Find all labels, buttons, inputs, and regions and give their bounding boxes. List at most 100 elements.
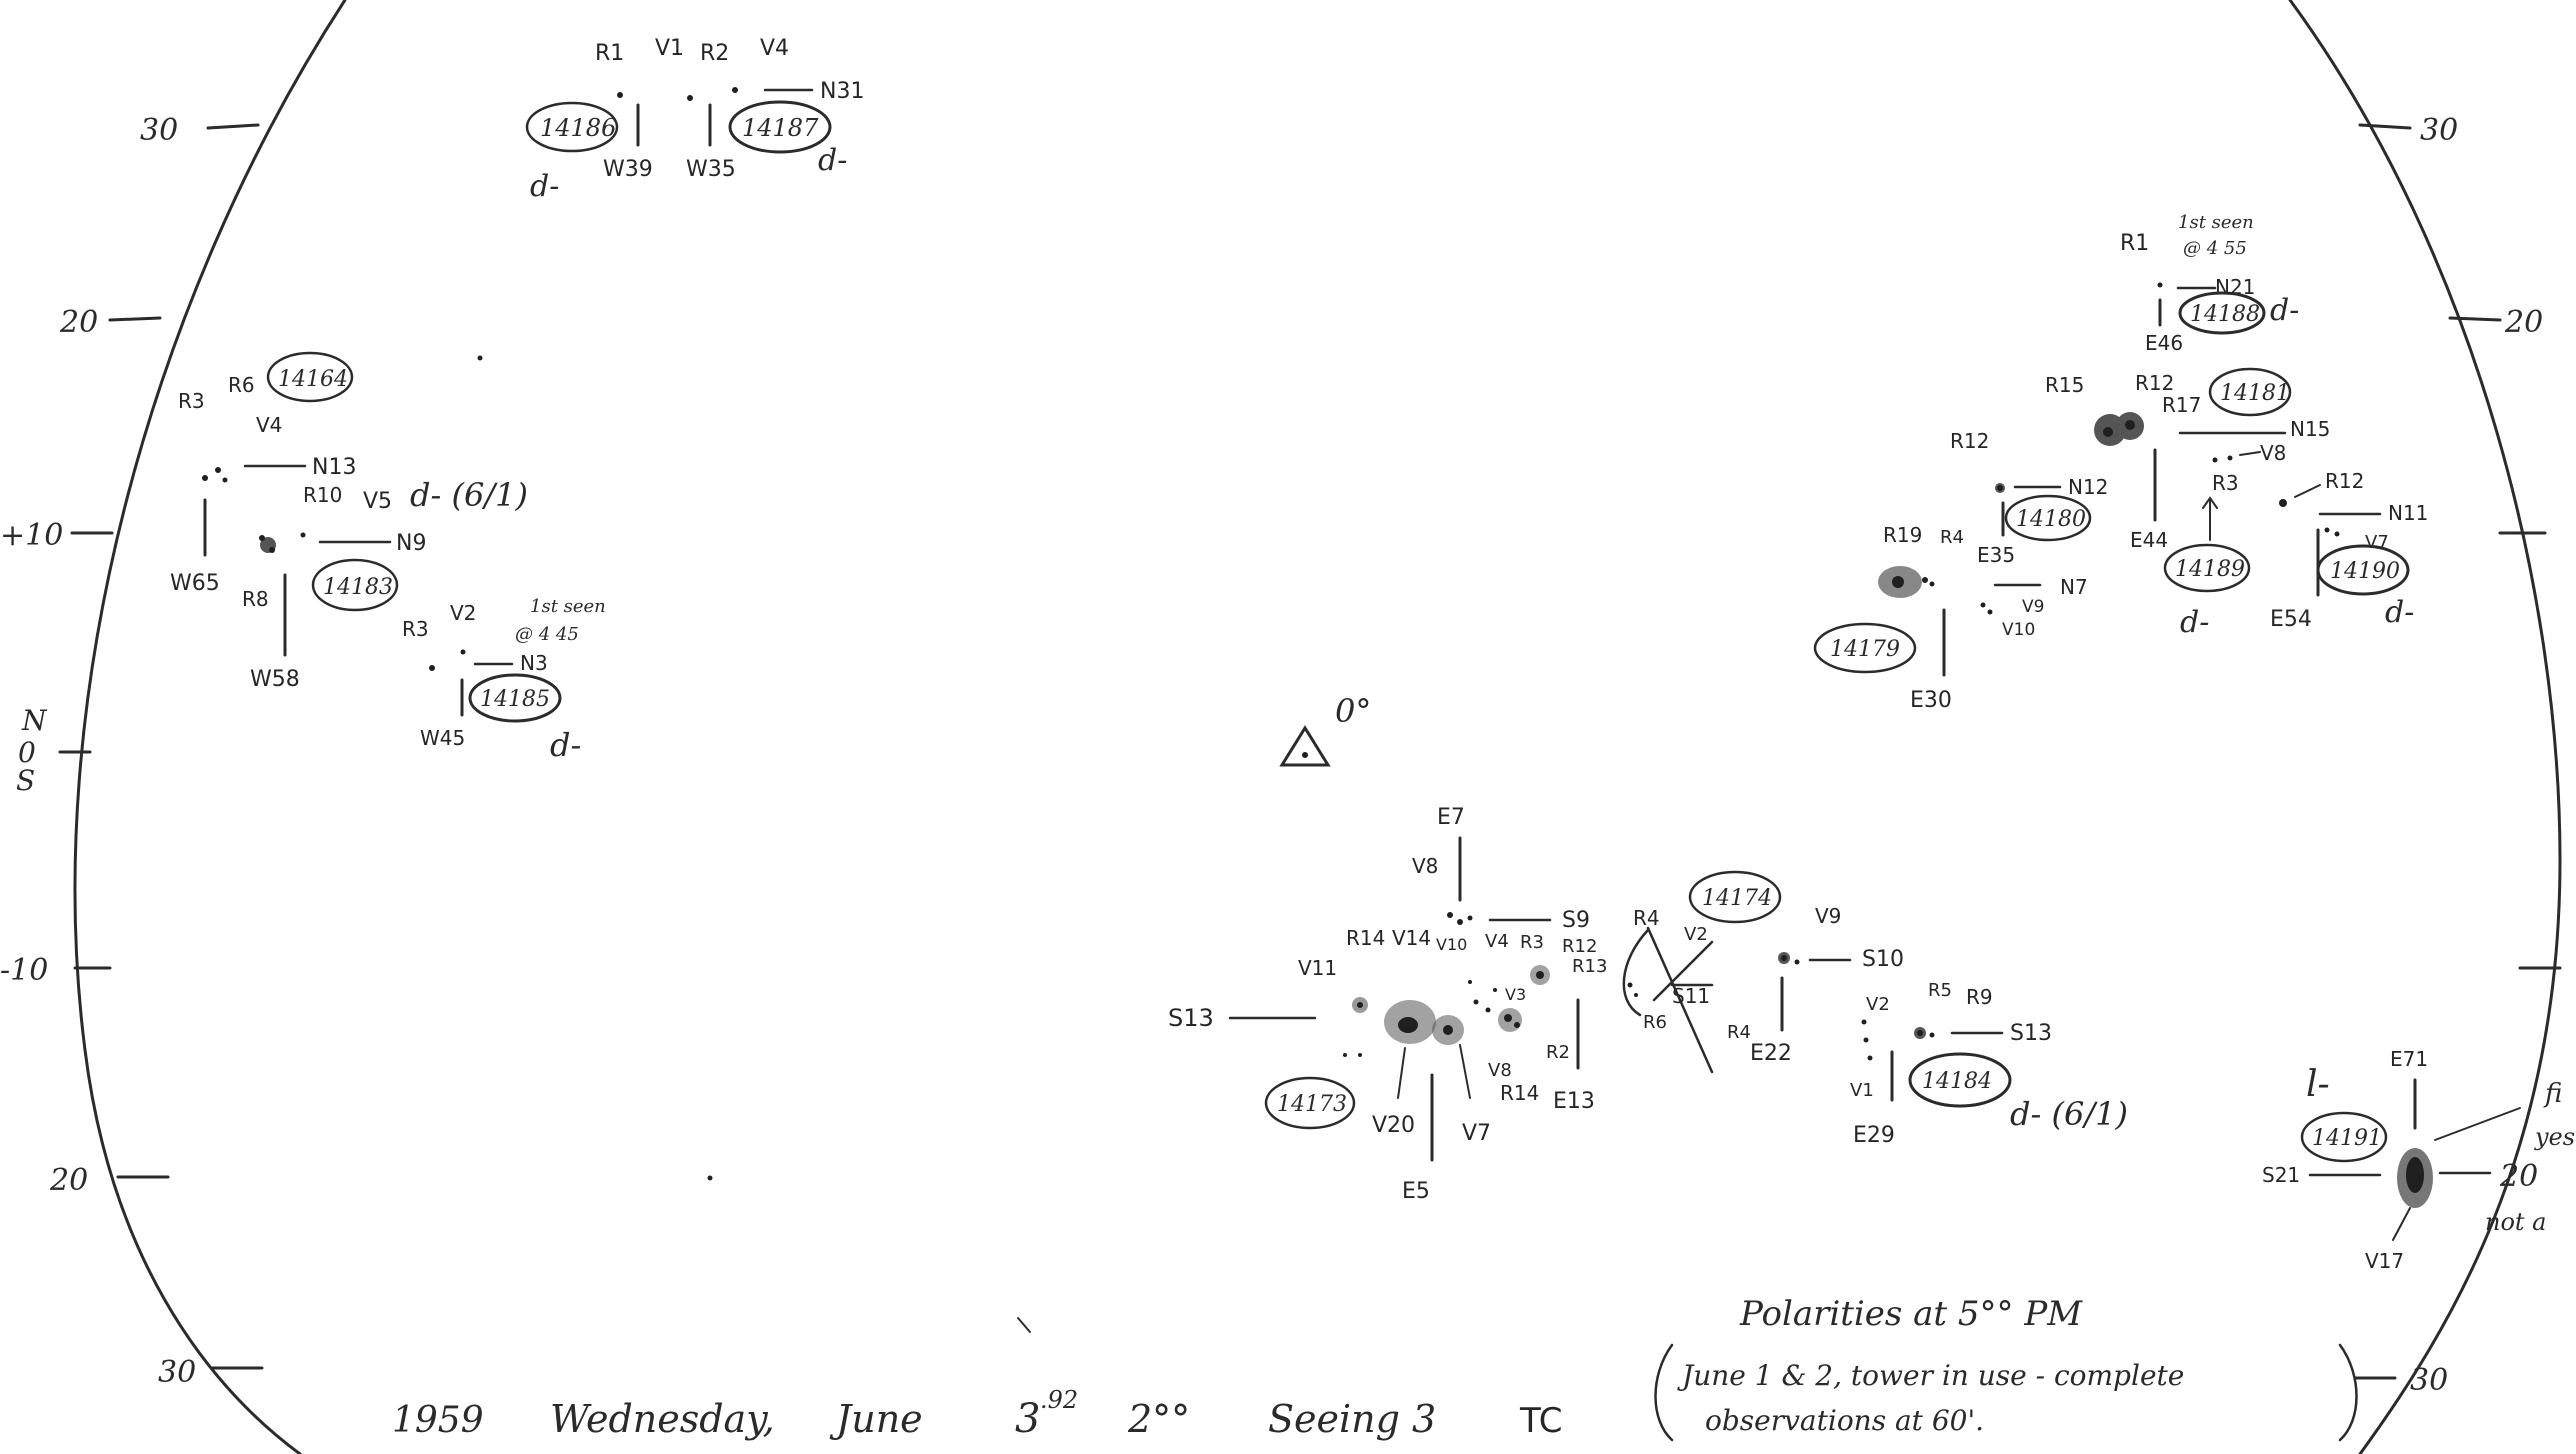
region-14185-label-v2: V2 xyxy=(450,601,476,625)
region-14185-first-seen: 1st seen xyxy=(530,596,606,617)
region-14179-label-e30: E30 xyxy=(1910,688,1952,713)
region-14164-number: 14164 xyxy=(278,367,348,392)
footer-day-fraction: .92 xyxy=(1040,1386,1078,1414)
region-14164-label-n13: N13 xyxy=(312,455,356,480)
footer-year: 1959 xyxy=(392,1400,484,1441)
region-14186-note: d- xyxy=(530,169,559,204)
region-14174-group: R4 14174 V2 S11 R6 R4 V9 S10 E22 xyxy=(1622,870,1904,1074)
region-14181-label-r3: R3 xyxy=(2212,471,2239,495)
region-14188-label-r1: R1 xyxy=(2120,231,2149,256)
region-14185-group: R3 V2 1st seen @ 4 45 N3 14185 W45 d- xyxy=(402,596,606,764)
region-14181-label-r12: R12 xyxy=(2135,371,2174,395)
region-14173-label-v3: V3 xyxy=(1505,985,1526,1004)
left-scale-north: N xyxy=(21,704,48,737)
region-14188-first-seen: 1st seen xyxy=(2178,212,2254,233)
region-14173-label-v4: V4 xyxy=(1485,931,1509,952)
region-14183-label-r8: R8 xyxy=(242,587,269,611)
region-14173-label-e13: E13 xyxy=(1553,1089,1595,1114)
region-14183-group: R10 V5 d- (6/1) N9 R8 14183 W58 xyxy=(242,476,528,692)
left-scale-20-top: 20 xyxy=(59,305,98,340)
region-14173-label-v8-top: V8 xyxy=(1412,854,1438,878)
region-14189-note: d- xyxy=(2180,605,2209,640)
region-14181-label-r17: R17 xyxy=(2162,393,2201,417)
region-14173-label-v7: V7 xyxy=(1462,1121,1491,1146)
region-14173-label-r12: R12 xyxy=(1562,936,1597,957)
region-14190-label-r12: R12 xyxy=(2325,469,2364,493)
region-14164-label-r3: R3 xyxy=(178,389,205,413)
region-14181-label-r15: R15 xyxy=(2045,373,2084,397)
region-14180-label-r12: R12 xyxy=(1950,429,1989,453)
region-14184-label-v1: V1 xyxy=(1850,1080,1874,1101)
region-14185-label-w45: W45 xyxy=(420,726,465,750)
polarities-note-line2: observations at 60'. xyxy=(1705,1404,1984,1437)
right-scale-30-bottom: 30 xyxy=(2410,1363,2448,1398)
region-14187-group: R2 V4 N31 14187 W35 d- xyxy=(686,36,864,182)
region-14186-group: R1 V1 14186 W39 d- xyxy=(525,36,684,204)
region-14185-first-seen-time: @ 4 45 xyxy=(515,624,579,645)
region-14179-group: R19 R4 N7 V9 V10 14179 E30 xyxy=(1813,523,2088,713)
region-14191-label-e71: E71 xyxy=(2390,1047,2428,1071)
footer-seeing: Seeing 3 xyxy=(1268,1397,1436,1441)
left-scale-30-top: 30 xyxy=(140,113,178,148)
region-14164-group: R3 R6 14164 V4 N13 W65 xyxy=(170,351,356,596)
region-14181-label-n15: N15 xyxy=(2290,417,2330,441)
region-14185-note: d- xyxy=(550,726,581,764)
region-14185-label-n3: N3 xyxy=(520,651,548,675)
region-14187-label-v4: V4 xyxy=(760,36,789,61)
observation-footer: 1959 Wednesday, June 3 .92 2°° Seeing 3 … xyxy=(392,1386,1563,1442)
region-14174-label-v2: V2 xyxy=(1684,924,1708,945)
polarities-title: Polarities at 5°° PM xyxy=(1739,1294,2083,1334)
disk-center-marker: 0° xyxy=(1279,692,1371,767)
region-14181-number: 14181 xyxy=(2220,381,2290,406)
region-14174-number: 14174 xyxy=(1702,886,1772,911)
region-14173-label-v11: V11 xyxy=(1298,956,1337,980)
region-14189-number: 14189 xyxy=(2175,557,2245,582)
footer-time: 2°° xyxy=(1127,1397,1190,1441)
region-14183-label-w58: W58 xyxy=(250,667,300,692)
region-14183-label-v5: V5 xyxy=(363,489,392,514)
region-14173-label-v8-bottom: V8 xyxy=(1488,1060,1512,1081)
region-14191-group: l- E71 14191 S21 20 V17 fi yes not a xyxy=(2262,1047,2575,1273)
region-14191-note: l- xyxy=(2306,1064,2330,1105)
region-14181-label-v8: V8 xyxy=(2260,441,2286,465)
region-14188-note: d- xyxy=(2270,293,2299,328)
region-14191-label-s21: S21 xyxy=(2262,1163,2300,1187)
region-14183-note: d- (6/1) xyxy=(410,476,528,514)
region-14190-label-e54: E54 xyxy=(2270,607,2312,632)
region-14164-label-v4: V4 xyxy=(256,413,282,437)
footer-month: June xyxy=(829,1397,923,1441)
region-14190-note: d- xyxy=(2385,595,2414,630)
region-14181-label-e44: E44 xyxy=(2130,528,2168,552)
left-scale-20-bottom: 20 xyxy=(49,1163,88,1198)
region-14186-label-v1: V1 xyxy=(655,36,684,61)
region-14179-number: 14179 xyxy=(1830,637,1900,662)
region-14164-label-r6: R6 xyxy=(228,373,255,397)
left-scale-30-bottom: 30 xyxy=(158,1355,196,1390)
center-degree-label: 0° xyxy=(1335,692,1371,730)
footer-observer: TC xyxy=(1519,1401,1563,1441)
region-14184-label-r9: R9 xyxy=(1966,985,1993,1009)
region-14187-label-w35: W35 xyxy=(686,157,736,182)
region-14173-label-s13: S13 xyxy=(1168,1004,1214,1032)
right-scale-30-top: 30 xyxy=(2420,113,2458,148)
edge-note-3: not a xyxy=(2485,1208,2547,1236)
left-latitude-scale: 30 20 +10 N 0 S -10 20 30 xyxy=(0,113,264,1390)
region-14191-number: 14191 xyxy=(2312,1126,2382,1151)
region-14188-label-e46: E46 xyxy=(2145,331,2183,355)
region-14174-label-e22: E22 xyxy=(1750,1041,1792,1066)
region-14185-label-r3: R3 xyxy=(402,617,429,641)
region-14191-label-v17: V17 xyxy=(2365,1249,2404,1273)
region-14173-label-v10: V10 xyxy=(1436,935,1467,954)
region-14186-number: 14186 xyxy=(540,114,616,142)
region-14174-label-s11: S11 xyxy=(1672,984,1710,1008)
region-14174-label-r6: R6 xyxy=(1643,1012,1667,1033)
region-14187-label-n31: N31 xyxy=(820,79,864,104)
region-14187-label-r2: R2 xyxy=(700,41,729,66)
region-14188-first-seen-time: @ 4 55 xyxy=(2183,238,2247,259)
region-14187-number: 14187 xyxy=(742,114,819,142)
solar-limb xyxy=(73,0,2562,1454)
region-14179-label-v10: V10 xyxy=(2002,620,2035,640)
region-14173-label-r14-top: R14 xyxy=(1346,926,1385,950)
region-14184-label-v2: V2 xyxy=(1866,994,1890,1015)
region-14184-note: d- (6/1) xyxy=(2010,1095,2128,1133)
